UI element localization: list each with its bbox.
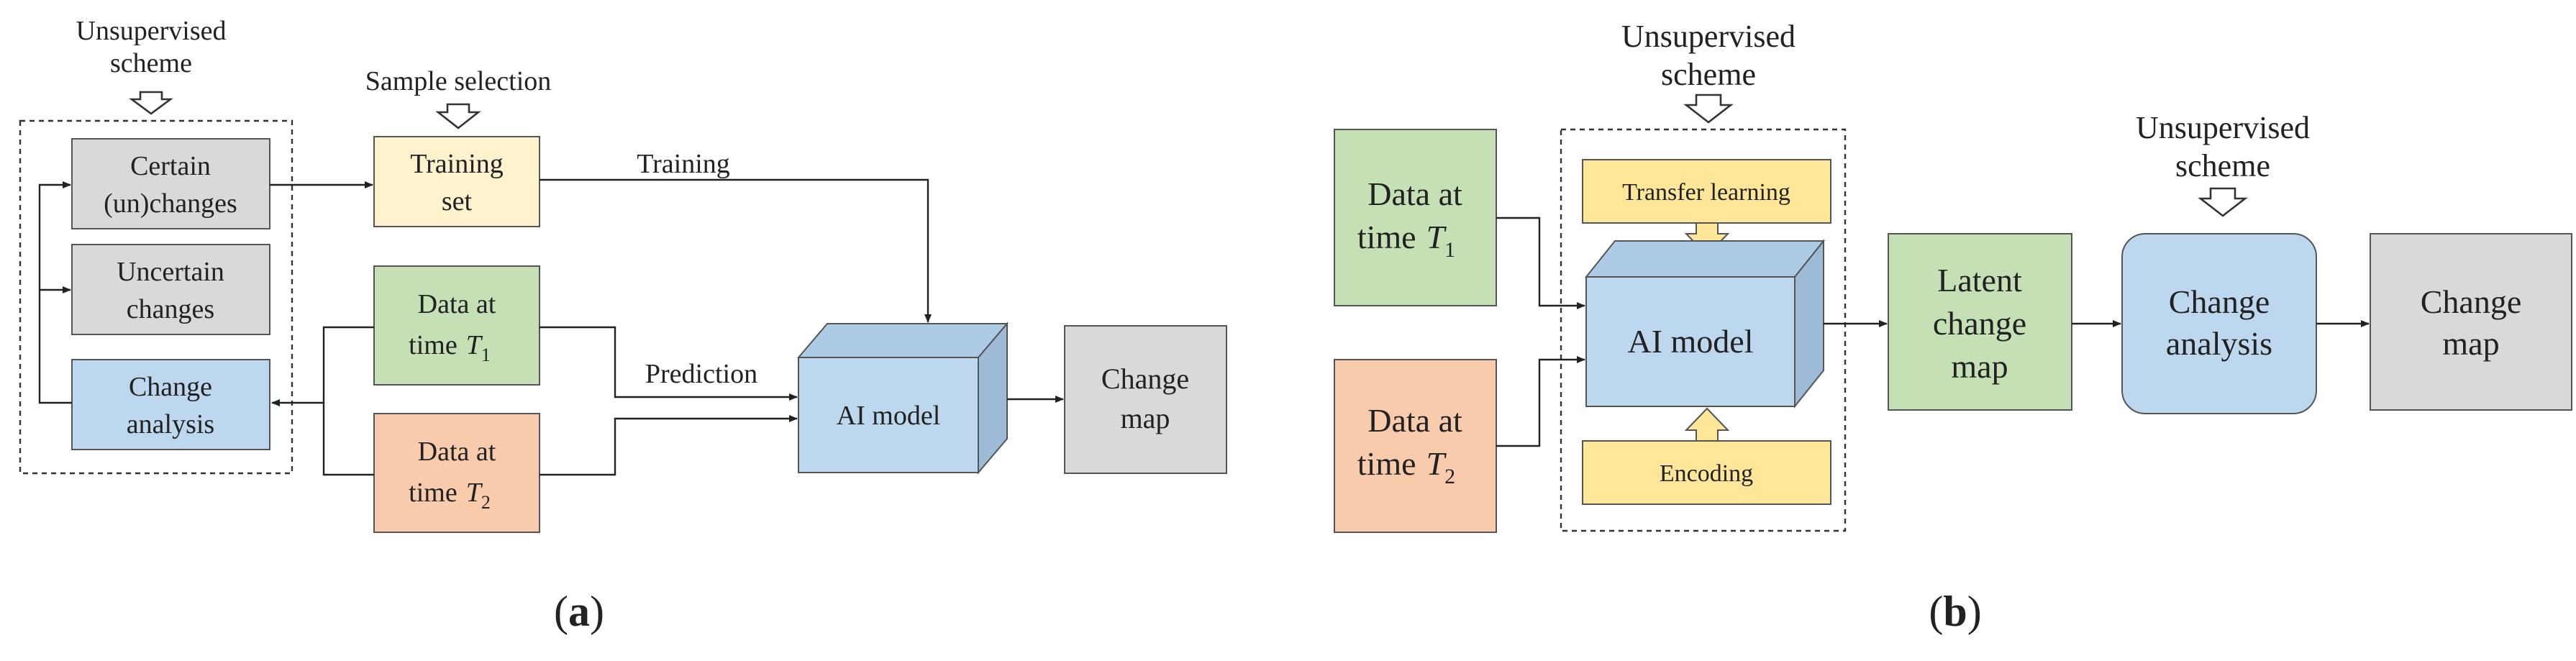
uncertain-changes-node: Uncertain changes [71, 244, 270, 335]
data-bracket-edge [322, 326, 374, 476]
panel-a: Unsupervised scheme Sample selection Cer… [19, 16, 1227, 635]
training-label: Training [637, 149, 730, 179]
training-set-line2: set [442, 186, 473, 216]
encoding-label: Encoding [1660, 460, 1753, 487]
certain-changes-line2: (un)changes [104, 188, 237, 219]
unsupervised-scheme-line1: Unsupervised [76, 16, 227, 46]
unsupervised-scheme-top-line1: Unsupervised [1621, 19, 1796, 54]
unsupervised-scheme-right-line1: Unsupervised [2136, 110, 2310, 145]
prediction-label: Prediction [645, 359, 757, 389]
change-analysis-node-b: Change analysis [2121, 233, 2317, 414]
unsupervised-scheme-label-a: Unsupervised scheme [76, 16, 227, 78]
change-analysis-line1: Change [129, 372, 212, 402]
unsupervised-scheme-top-line2: scheme [1661, 57, 1756, 92]
ai-model-cube-a: AI model [796, 322, 1009, 475]
certain-changes-node: Certain (un)changes [71, 138, 270, 229]
unsupervised-group-boundary [19, 119, 293, 475]
ai-model-label-b: AI model [1627, 323, 1753, 360]
down-arrow-icon [435, 103, 481, 129]
sample-selection-label: Sample selection [365, 66, 552, 96]
latent-change-map-node: Latent change map [1888, 233, 2072, 411]
uncertain-changes-line2: changes [127, 294, 214, 324]
training-edge [540, 178, 932, 323]
data-t1-b-line1: Data at [1367, 175, 1462, 212]
encoding-node: Encoding [1582, 440, 1831, 505]
change-map-line1-a: Change [1101, 363, 1189, 395]
change-analysis-b-line2: analysis [2166, 325, 2272, 362]
data-t1-line1: Data at [418, 289, 496, 319]
latent-change-map-line1: Latent [1937, 262, 2022, 298]
prediction-t1-edge [540, 326, 798, 401]
transfer-learning-label: Transfer learning [1622, 179, 1790, 206]
transfer-learning-node: Transfer learning [1582, 159, 1831, 224]
unsupervised-scheme-label-b: Unsupervised scheme [1621, 19, 1796, 92]
uncertain-changes-line1: Uncertain [117, 257, 224, 287]
training-set-node: Training set [373, 136, 540, 227]
change-map-line2-b: map [2442, 325, 2499, 362]
unsupervised-group-boundary-b [1560, 128, 1847, 532]
ai-model-cube-b: AI model [1584, 239, 1826, 409]
caption-b: (b) [1929, 588, 1981, 635]
latent-change-map-line2: change [1933, 305, 2026, 342]
unsupervised-scheme-line2: scheme [110, 48, 192, 78]
latent-change-map-line3: map [1951, 348, 2008, 385]
unsupervised-scheme-label-b2: Unsupervised scheme [2136, 110, 2310, 183]
certain-changes-line1: Certain [130, 151, 211, 181]
loop-to-certain-edge [38, 181, 72, 404]
change-analysis-line2: analysis [127, 409, 214, 439]
change-map-line2-a: map [1121, 402, 1170, 434]
change-analysis-b-line1: Change [2169, 283, 2270, 320]
prediction-t2-edge [540, 415, 798, 476]
data-t2-to-ai-edge [1496, 356, 1585, 447]
down-arrow-icon [129, 91, 173, 115]
down-arrow-icon [2198, 187, 2248, 217]
data-t2-line1: Data at [418, 437, 496, 467]
change-analysis-node-a: Change analysis [71, 359, 270, 450]
down-arrow-icon [1683, 94, 1734, 124]
change-map-line1-b: Change [2421, 283, 2522, 320]
data-t1-to-ai-edge [1496, 216, 1585, 309]
change-map-node-b: Change map [2370, 233, 2572, 411]
caption-a: (a) [554, 588, 604, 635]
up-arrow-icon [1684, 407, 1730, 442]
data-t2-b-line1: Data at [1367, 402, 1462, 439]
unsupervised-scheme-right-line2: scheme [2175, 148, 2270, 183]
training-set-line1: Training [410, 149, 504, 179]
ai-model-label-a: AI model [837, 401, 941, 431]
change-map-node-a: Change map [1064, 325, 1227, 474]
